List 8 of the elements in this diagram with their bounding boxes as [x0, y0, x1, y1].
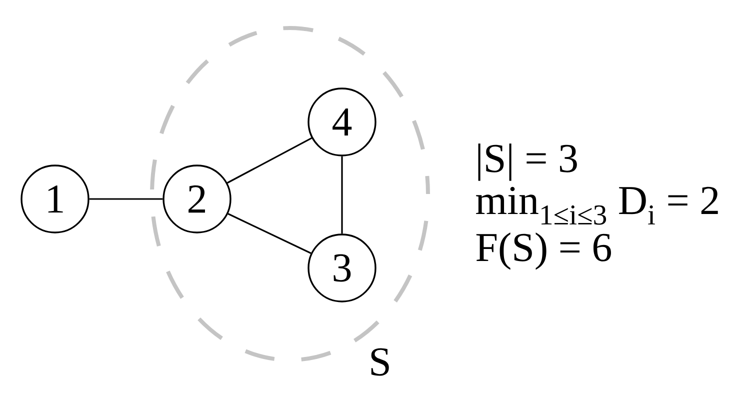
- edge-line: [228, 213, 312, 254]
- edge-line: [341, 156, 343, 234]
- edge-line: [226, 137, 312, 184]
- equation-text: F(S) = 6: [476, 232, 611, 270]
- equation-text: |S| = 3: [478, 144, 577, 181]
- edge-line: [89, 198, 163, 200]
- set-label: S: [371, 348, 389, 376]
- equation-text: min$_{1≤i≤3}$ D$_{i}$ = 2: [476, 186, 718, 225]
